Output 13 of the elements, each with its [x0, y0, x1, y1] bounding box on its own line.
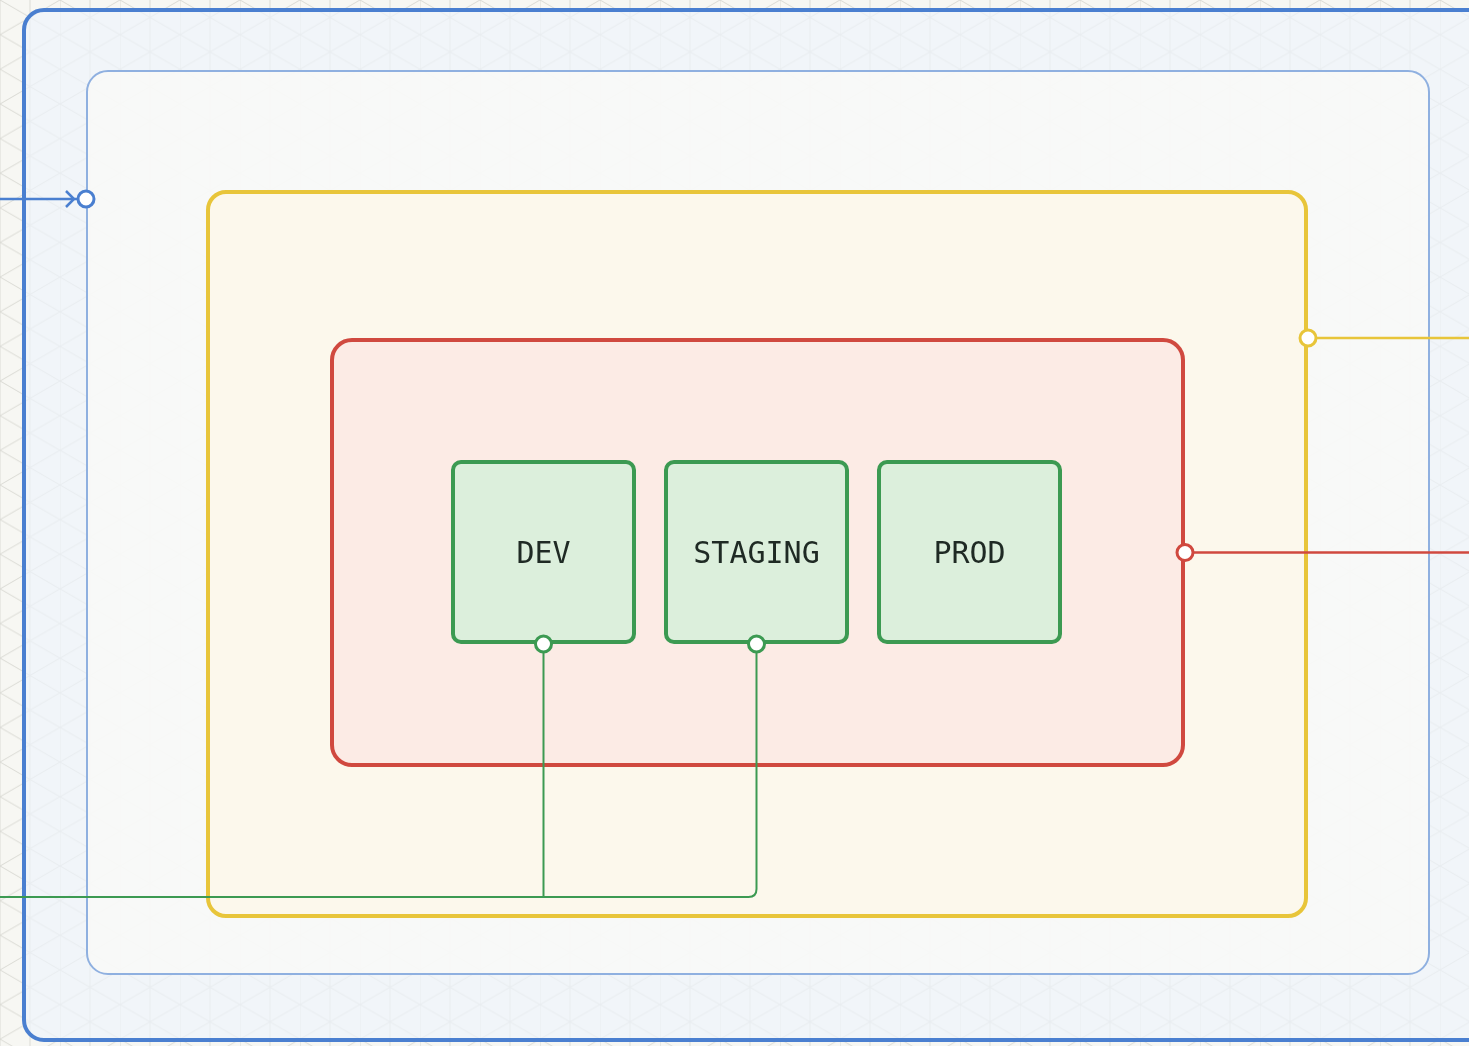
container-box [330, 338, 1185, 767]
container-box [22, 8, 1469, 1042]
environment-label: DEV [516, 533, 571, 572]
connector-line [1298, 328, 1469, 348]
connector-line [0, 189, 96, 209]
container-box [86, 70, 1430, 975]
environment-box [877, 460, 1062, 644]
environment-box [451, 460, 636, 644]
container-box [206, 190, 1308, 918]
environment-label: STAGING [693, 533, 820, 572]
environment-label: PROD [933, 533, 1006, 572]
environment-box [664, 460, 849, 644]
connector-line [1175, 543, 1469, 562]
